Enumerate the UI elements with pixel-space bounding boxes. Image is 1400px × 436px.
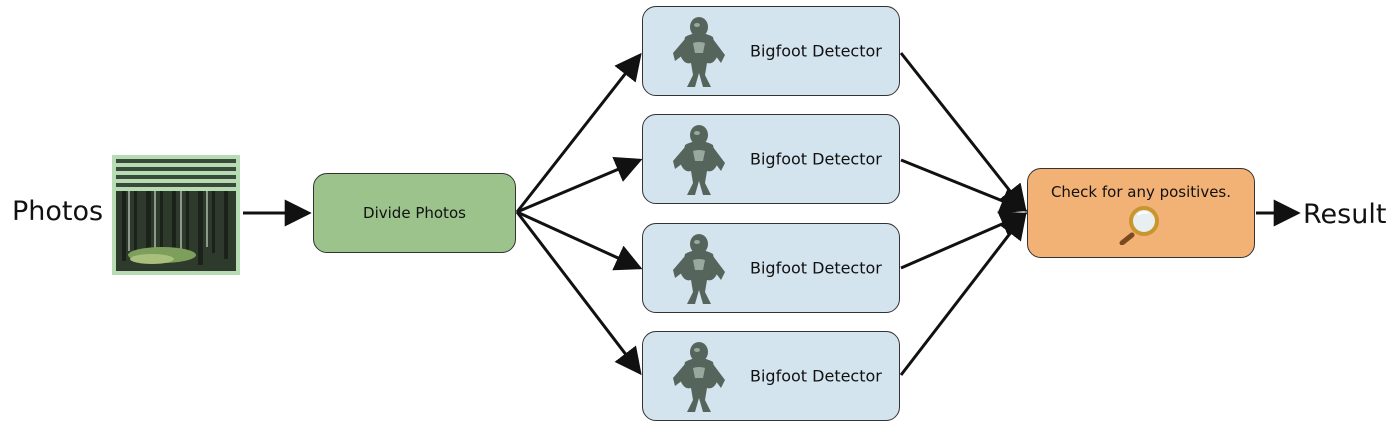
bigfoot-detector-box-2: Bigfoot Detector: [642, 114, 900, 204]
bigfoot-icon: [673, 342, 725, 412]
arrow-divide-to-detector-2: [516, 157, 643, 214]
check-positives-box: Check for any positives.: [1027, 168, 1255, 258]
arrow-detector-3-to-check: [900, 211, 1028, 270]
bigfoot-detector-label: Bigfoot Detector: [750, 149, 882, 169]
bigfoot-detector-label: Bigfoot Detector: [750, 366, 882, 386]
arrow-detector-4-to-check: [899, 211, 1027, 376]
bigfoot-detector-label: Bigfoot Detector: [750, 41, 882, 61]
arrow-divide-to-detector-4: [515, 211, 642, 376]
photos-label: Photos: [12, 196, 104, 227]
arrow-divide-to-detector-1: [515, 52, 642, 213]
magnifying-glass-icon: [1119, 206, 1159, 245]
result-label: Result: [1303, 199, 1387, 230]
check-positives-label: Check for any positives.: [1050, 183, 1232, 201]
bigfoot-detector-label: Bigfoot Detector: [750, 258, 882, 278]
bigfoot-icon: [673, 234, 725, 304]
bigfoot-icon: [673, 125, 725, 195]
bigfoot-detector-box-1: Bigfoot Detector: [642, 6, 900, 96]
bigfoot-detector-box-3: Bigfoot Detector: [642, 223, 900, 313]
divide-photos-label: Divide Photos: [363, 204, 466, 222]
arrow-detector-2-to-check: [900, 158, 1028, 214]
arrow-divide-to-detector-3: [516, 210, 643, 271]
arrow-detector-1-to-check: [899, 52, 1027, 213]
divide-photos-box: Divide Photos: [313, 173, 516, 253]
bigfoot-icon: [673, 17, 725, 87]
forest-photo-stack-icon: [112, 155, 242, 277]
bigfoot-detector-box-4: Bigfoot Detector: [642, 331, 900, 421]
